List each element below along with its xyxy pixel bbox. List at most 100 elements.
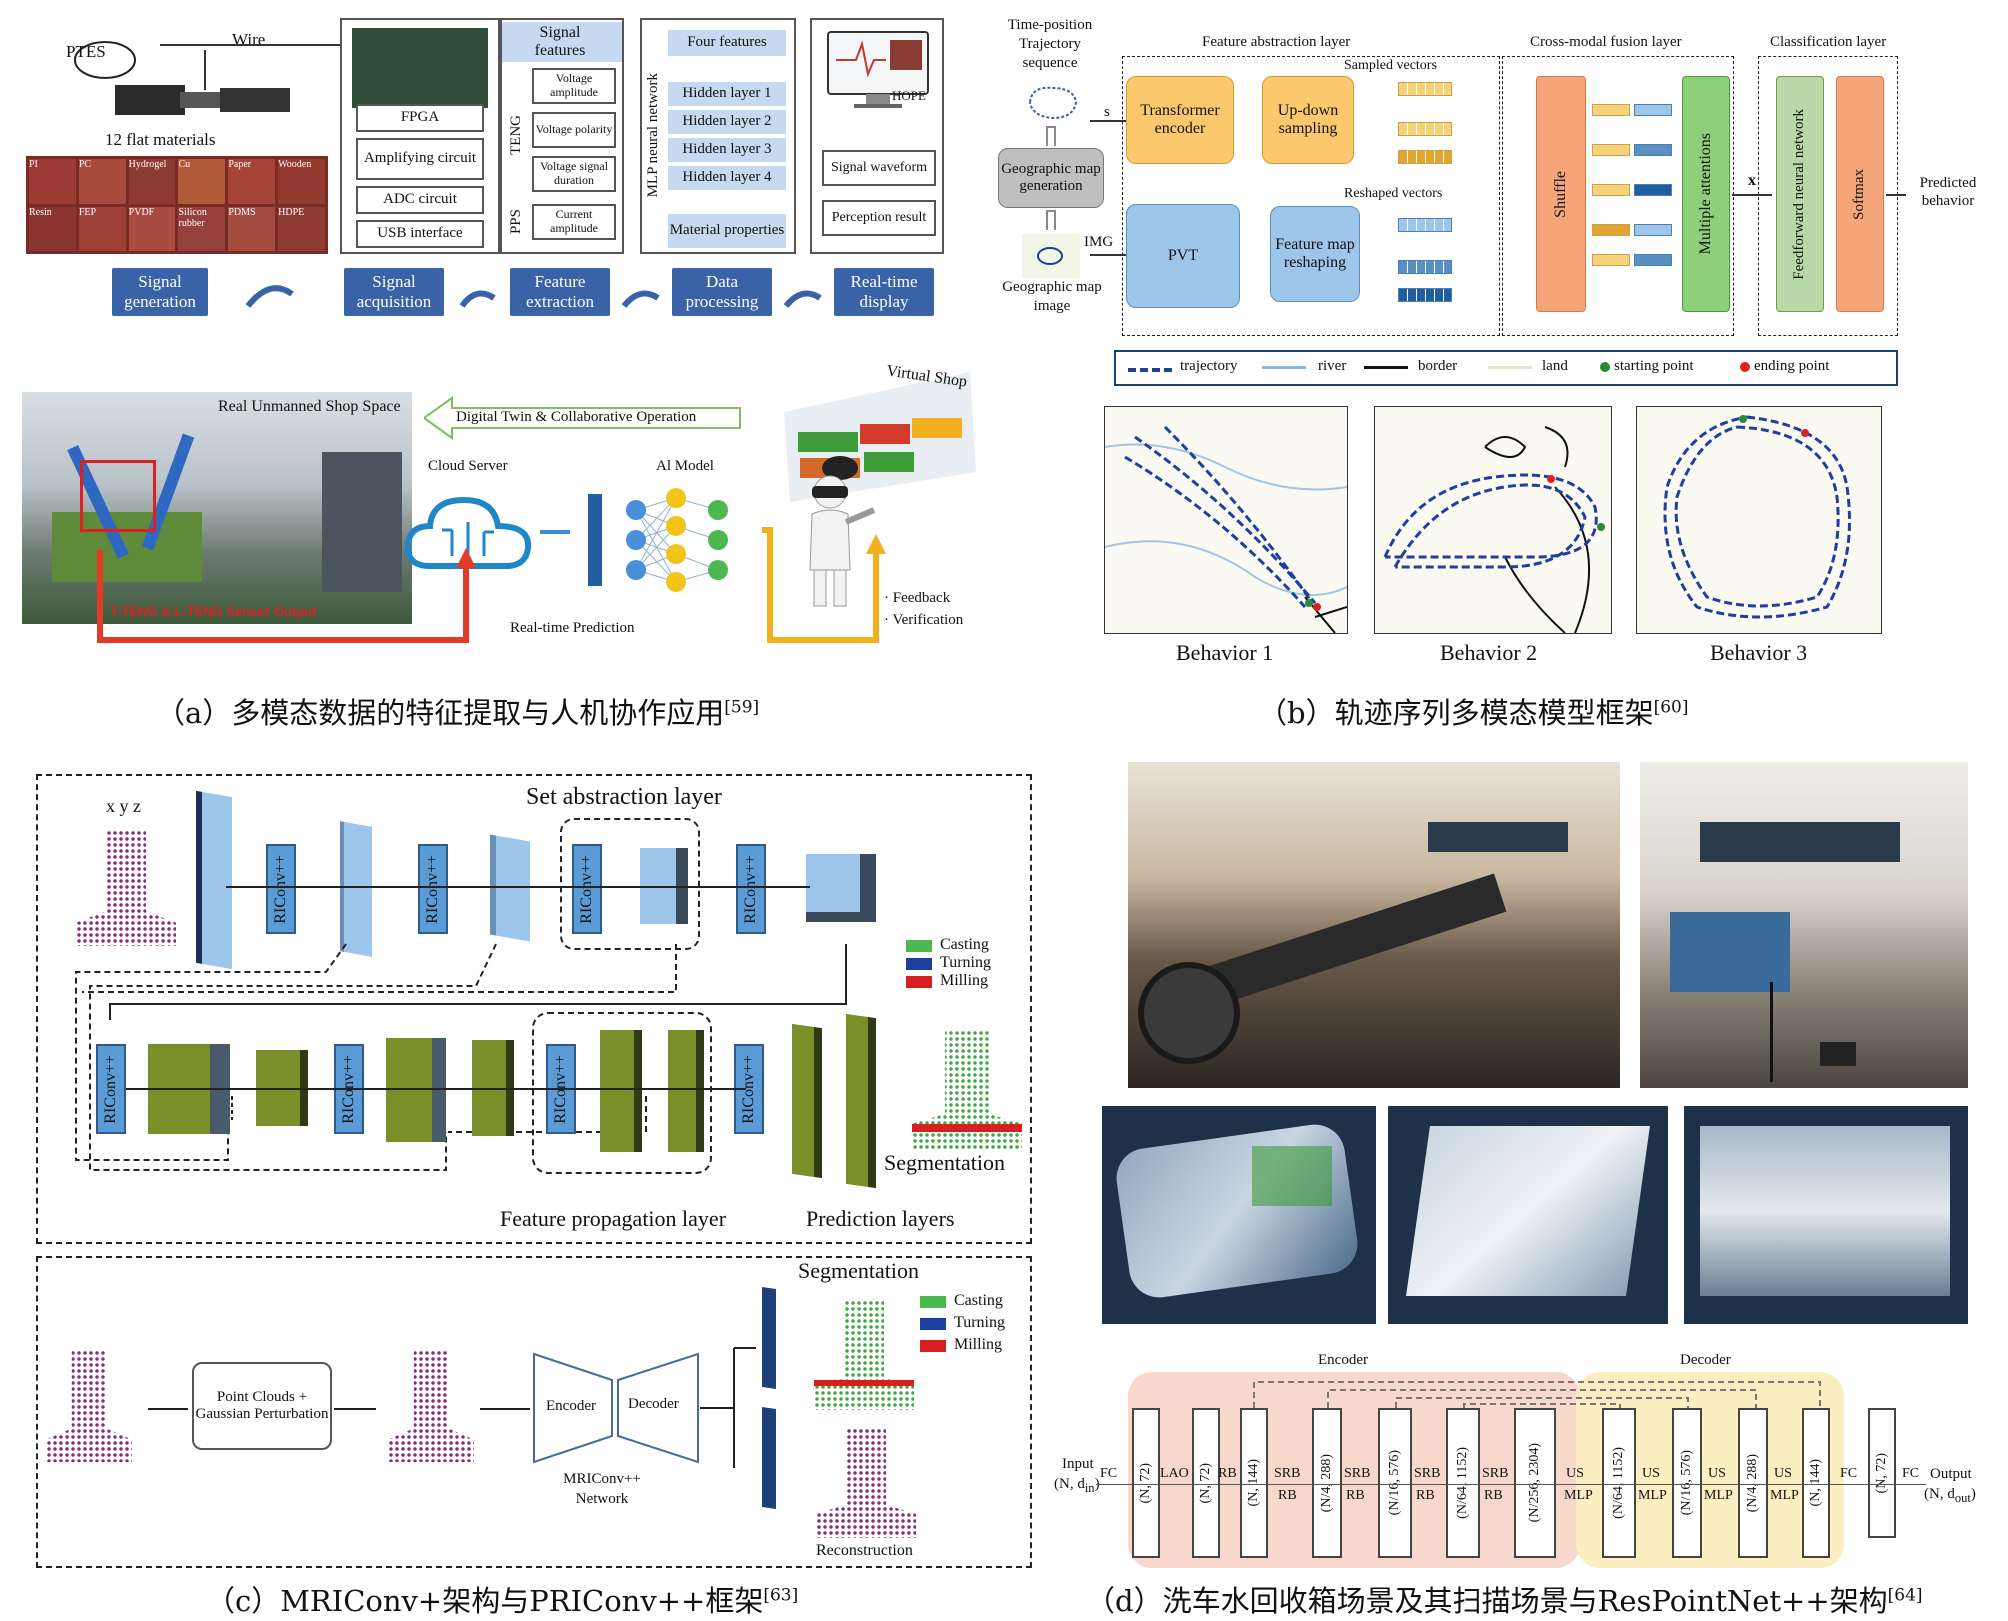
riconv-block-5: RIConv++ (96, 1044, 126, 1134)
digital-twin-label: Digital Twin & Collaborative Operation (456, 409, 697, 425)
adc-circuit-box: ADC circuit (356, 186, 484, 214)
feature-cube-2 (806, 854, 876, 922)
op-rb: RB (1218, 1466, 1237, 1481)
layer-box-8: (N/64, 1152) (1602, 1408, 1636, 1558)
mlp-box (640, 18, 796, 254)
geo-map-thumbnail (1022, 234, 1080, 278)
caption-b: （b）轨迹序列多模态模型框架[60] (1258, 696, 1689, 730)
material-tile: Resin (29, 206, 76, 251)
realtime-prediction-label: Real-time Prediction (510, 620, 635, 636)
op-srb-1: SRB (1274, 1466, 1301, 1481)
fpga-board-illustration (352, 28, 488, 108)
legend2-turning-label: Turning (954, 1314, 1005, 1331)
shuffle-box: Shuffle (1536, 76, 1586, 312)
decoder-cube-6 (668, 1030, 704, 1152)
seg-output-milling (814, 1380, 914, 1386)
op-us-1: US (1566, 1466, 1584, 1481)
classification-title: Classification layer (1770, 34, 1887, 50)
seg-head-slab (762, 1287, 776, 1389)
stage-signal-acquisition: Signal acquisition (344, 268, 444, 316)
legend-border-swatch (1364, 366, 1408, 369)
pps-label: PPS (507, 209, 524, 235)
material-properties-box: Material properties (668, 214, 786, 248)
op-rb2-1: RB (1278, 1488, 1297, 1503)
arrow-to-encoder (480, 1408, 530, 1410)
feature-abstraction-title: Feature abstraction layer (1202, 34, 1351, 50)
legend-start-dot (1600, 362, 1610, 372)
feature-propagation-title: Feature propagation layer (500, 1206, 727, 1231)
layer-box-7: (N/256, 2304) (1514, 1408, 1556, 1558)
segmentation-milling-band (912, 1124, 1022, 1132)
caption-d: （d）洗车水回收箱场景及其扫描场景与ResPointNet++架构[64] (1086, 1584, 1923, 1618)
sensor-output-arrow (97, 548, 476, 643)
op-srb-2: SRB (1344, 1466, 1371, 1481)
op-srb-3: SRB (1414, 1466, 1441, 1481)
set-abstraction-title: Set abstraction layer (526, 784, 722, 810)
ffn-box: Feedforward neural network (1776, 76, 1824, 312)
input-dim-label: (N, din) (1054, 1476, 1100, 1495)
layer-box-4: (N/4, 288) (1312, 1408, 1342, 1558)
op-fc-2: FC (1902, 1466, 1920, 1481)
layer-box-3: (N, 144) (1240, 1408, 1268, 1558)
material-tile: Silicon rubber (178, 206, 226, 251)
skip-connections-c (75, 943, 847, 1171)
img-arrow (1090, 254, 1126, 256)
virtual-shop-illustration (780, 372, 980, 512)
sensor-output-label: T-TENG & L-TENG Sensor Output (110, 604, 317, 619)
sampled-vectors-label: Sampled vectors (1344, 58, 1437, 73)
scan-view-1 (1102, 1106, 1376, 1324)
op-mlp-4: MLP (1770, 1488, 1799, 1503)
material-tile: Cu (178, 159, 226, 204)
behavior-1-label: Behavior 1 (1176, 640, 1274, 665)
legend2-casting-swatch (920, 1296, 946, 1308)
tank-photo-2 (1640, 762, 1968, 1088)
stage-arrows (245, 285, 822, 308)
recon-head-slab (762, 1407, 776, 1509)
layer-box-10: (N/4, 288) (1738, 1408, 1768, 1558)
signal-features-box (500, 18, 624, 254)
riconv-block-1: RIConv++ (266, 844, 296, 934)
legend-casting-label: Casting (940, 936, 989, 953)
legend-milling-swatch (906, 976, 932, 988)
op-rb2-4: RB (1484, 1488, 1503, 1503)
s-label: s (1104, 104, 1110, 120)
geo-map-image-label: Geographic map image (1002, 279, 1102, 314)
stage-signal-generation: Signal generation (112, 268, 208, 316)
behavior-2-map (1374, 406, 1612, 634)
output-label: Output (1930, 1466, 1972, 1482)
arrow-to-perturbed (334, 1408, 376, 1410)
legend-border-label: border (1418, 358, 1458, 374)
hidden-layer-4: Hidden layer 4 (668, 166, 786, 190)
voltage-amplitude-box: Voltage amplitude (532, 68, 616, 104)
layer-box-9: (N/16, 576) (1672, 1408, 1702, 1558)
op-mlp-2: MLP (1638, 1488, 1667, 1503)
material-tile: Hydrogel (128, 159, 176, 204)
encoder-decoder-shape (533, 1352, 699, 1464)
arch-flow-line (1096, 1484, 1926, 1485)
behavior-3-map (1636, 406, 1882, 634)
prediction-slab-2 (846, 1013, 876, 1189)
mriconv-frame (36, 774, 1032, 1244)
encoder-label-d: Encoder (1318, 1352, 1368, 1368)
op-us-2: US (1642, 1466, 1660, 1481)
ai-model-label: Al Model (656, 458, 714, 474)
flat-materials-label: 12 flat materials (105, 130, 216, 149)
down-arrow-1 (1046, 126, 1056, 146)
perception-result-box: Perception result (822, 200, 936, 236)
stage-data-processing: Data processing (672, 268, 772, 316)
neural-network-icon (584, 480, 744, 598)
wire-label: Wire (232, 30, 266, 49)
transformer-encoder-box: Transformer encoder (1126, 76, 1234, 164)
usb-interface-box: USB interface (356, 220, 484, 248)
xyz-label: x y z (106, 796, 141, 816)
reshaped-vector-2 (1398, 260, 1452, 274)
tank-photo-1 (1128, 762, 1620, 1088)
ptes-device-illustration (60, 30, 300, 140)
geo-map-gen-box: Geographic map generation (998, 148, 1104, 208)
multiple-attentions-box: Multiple attentions (1682, 76, 1730, 312)
signal-features-header (502, 22, 622, 62)
display-box (810, 18, 944, 254)
feature-abstraction-frame (1122, 56, 1500, 336)
signal-waveform-box: Signal waveform (822, 150, 936, 186)
pps-label-wrap: PPS (504, 200, 528, 244)
